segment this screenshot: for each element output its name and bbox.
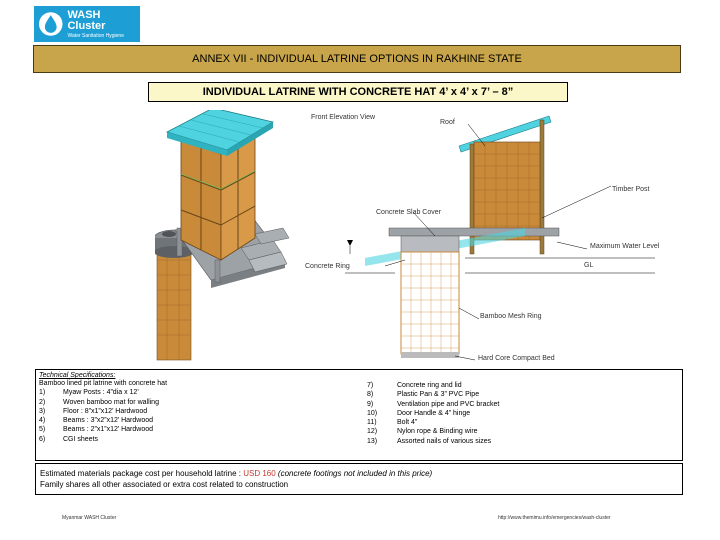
specs-title: Technical Specifications: — [39, 372, 116, 379]
cost-line-2: Family shares all other associated or ex… — [40, 480, 289, 489]
spec-item: 9)Ventilation pipe and PVC bracket — [367, 400, 500, 408]
logo-subtitle: Water Sanitation Hygiene — [67, 32, 124, 39]
logo-title: WASH Cluster — [67, 8, 106, 32]
cost-note: (concrete footings not included in this … — [275, 469, 433, 478]
spec-item: 11)Bolt 4” — [367, 419, 418, 427]
label-timber-post: Timber Post — [612, 186, 650, 193]
spec-item: 10)Door Handle & 4” hinge — [367, 409, 471, 417]
label-concrete-slab-cover: Concrete Slab Cover — [376, 209, 441, 216]
latrine-subtitle: INDIVIDUAL LATRINE WITH CONCRETE HAT 4’ … — [202, 86, 514, 98]
water-drop-icon — [38, 12, 63, 36]
wash-cluster-logo: WASH Cluster Water Sanitation Hygiene — [34, 6, 140, 42]
specs-left-column: Technical Specifications: Bamboo lined p… — [39, 372, 167, 444]
cost-price: USD 160 — [243, 469, 276, 478]
label-concrete-ring: Concrete Ring — [305, 263, 350, 270]
specs-intro: Bamboo lined pit latrine with concrete h… — [39, 380, 168, 387]
spec-item: 6)CGI sheets — [39, 435, 99, 443]
footer-left: Myanmar WASH Cluster — [62, 515, 117, 521]
specs-right-column: 7)Concrete ring and lid 8)Plastic Pan & … — [367, 381, 499, 446]
label-roof: Roof — [440, 119, 455, 126]
label-bamboo-mesh-ring: Bamboo Mesh Ring — [480, 313, 542, 320]
spec-item: 7)Concrete ring and lid — [367, 382, 462, 389]
spec-item: 2)Woven bamboo mat for walling — [39, 398, 159, 406]
spec-item: 4)Beams : 3”x2”x12’ Hardwood — [39, 417, 154, 425]
front-elevation-drawing — [345, 115, 655, 361]
spec-item: 12)Nylon rope & Binding wire — [367, 428, 478, 436]
spec-item: 5)Beams : 2”x1”x12’ Hardwood — [39, 426, 154, 434]
latrine-3d-drawing — [155, 110, 290, 361]
label-gl: GL — [584, 262, 594, 269]
annex-title: ANNEX VII - INDIVIDUAL LATRINE OPTIONS I… — [192, 53, 522, 65]
spec-item: 8)Plastic Pan & 3” PVC Pipe — [367, 391, 480, 399]
latrine-subtitle-banner: INDIVIDUAL LATRINE WITH CONCRETE HAT 4’ … — [148, 82, 568, 102]
footer-link[interactable]: http://www.themimu.info/emergencies/wash… — [498, 515, 611, 521]
cost-line-1: Estimated materials package cost per hou… — [40, 469, 433, 478]
label-hard-core-bed: Hard Core Compact Bed — [478, 355, 555, 362]
spec-item: 13)Assorted nails of various sizes — [367, 437, 492, 445]
label-maximum-water-level: Maximum Water Level — [590, 243, 660, 250]
annex-title-banner: ANNEX VII - INDIVIDUAL LATRINE OPTIONS I… — [33, 45, 681, 73]
label-front-elevation: Front Elevation View — [311, 114, 376, 121]
cost-estimate: Estimated materials package cost per hou… — [35, 463, 683, 495]
spec-item: 3)Floor : 8”x1”x12’ Hardwood — [39, 407, 148, 415]
spec-item: 1)Myaw Posts : 4”dia x 12’ — [39, 389, 139, 397]
technical-specifications: Technical Specifications: Bamboo lined p… — [35, 369, 683, 461]
